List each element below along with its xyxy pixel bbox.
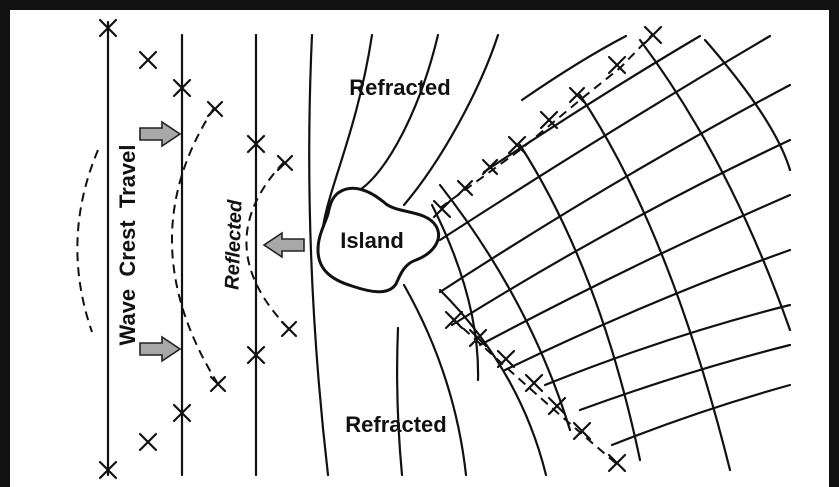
x-marker	[547, 396, 567, 416]
grid-crossline	[610, 383, 792, 447]
x-marker	[138, 432, 158, 452]
x-marker	[468, 328, 488, 348]
x-marker	[568, 86, 586, 104]
x-marker	[138, 50, 158, 70]
refracted-label-bottom: Refracted	[345, 412, 446, 437]
x-marker	[246, 345, 266, 365]
x-marker	[507, 135, 527, 155]
grid-arc	[638, 38, 792, 332]
grid-arc	[430, 203, 480, 382]
grid-arc	[518, 143, 642, 462]
island-label: Island	[340, 228, 404, 253]
x-marker	[643, 25, 663, 45]
refracted-grid-crosslines	[438, 34, 792, 447]
x-marker	[481, 158, 499, 176]
x-marker	[607, 55, 627, 75]
reflected-arc	[245, 161, 291, 331]
grid-crossline	[578, 343, 792, 412]
x-marker	[456, 179, 474, 197]
x-marker	[172, 403, 192, 423]
refracted-grid-arcs	[430, 38, 792, 472]
grid-crossline	[438, 83, 792, 294]
wave-travel-arrow-icon	[139, 335, 182, 363]
x-marker	[276, 154, 294, 172]
reflected-arc	[171, 107, 219, 385]
x-marker	[98, 18, 118, 38]
x-marker	[572, 421, 592, 441]
refracted-crest-line	[402, 283, 468, 477]
orthogonal-dash	[439, 34, 653, 209]
orthogonal-dashed-paths	[439, 34, 653, 466]
refracted-crest-line	[438, 288, 548, 477]
x-marker	[539, 110, 559, 130]
grid-crossline	[482, 34, 702, 174]
incoming-wave-crests	[106, 20, 258, 477]
x-marker	[496, 349, 516, 369]
grid-crossline	[503, 248, 792, 372]
x-marker	[172, 78, 192, 98]
grid-arc	[703, 38, 792, 172]
reflected-label: Reflected	[221, 199, 246, 291]
direction-arrows	[139, 120, 305, 363]
grid-crossline	[520, 34, 628, 102]
x-marker	[524, 373, 544, 393]
grid-crossline	[438, 34, 772, 242]
refracted-crest-line	[402, 33, 500, 207]
refracted-crest-line	[358, 33, 440, 192]
refracted-crest-line	[396, 326, 404, 477]
island-shape	[316, 186, 440, 294]
refracted-crest-line	[308, 33, 330, 477]
reflected-arrow-icon	[262, 231, 305, 259]
wave-travel-arrow-icon	[139, 120, 182, 148]
x-marker	[98, 460, 118, 480]
refracted-wave-crests	[308, 33, 548, 477]
wave-crest-travel-label: Wave Crest Travel	[115, 145, 140, 346]
refracted-label-top: Refracted	[349, 75, 450, 100]
orthogonal-dash	[451, 317, 619, 466]
grid-arc	[438, 183, 572, 432]
grid-crossline	[450, 138, 792, 327]
reflected-arc	[76, 149, 99, 333]
grid-crossline	[478, 193, 792, 347]
x-marker	[607, 453, 627, 473]
x-marker	[246, 134, 266, 154]
orthogonal-markers-left	[98, 18, 298, 480]
reflected-wave-arcs	[76, 107, 291, 385]
grid-crossline	[543, 303, 792, 387]
